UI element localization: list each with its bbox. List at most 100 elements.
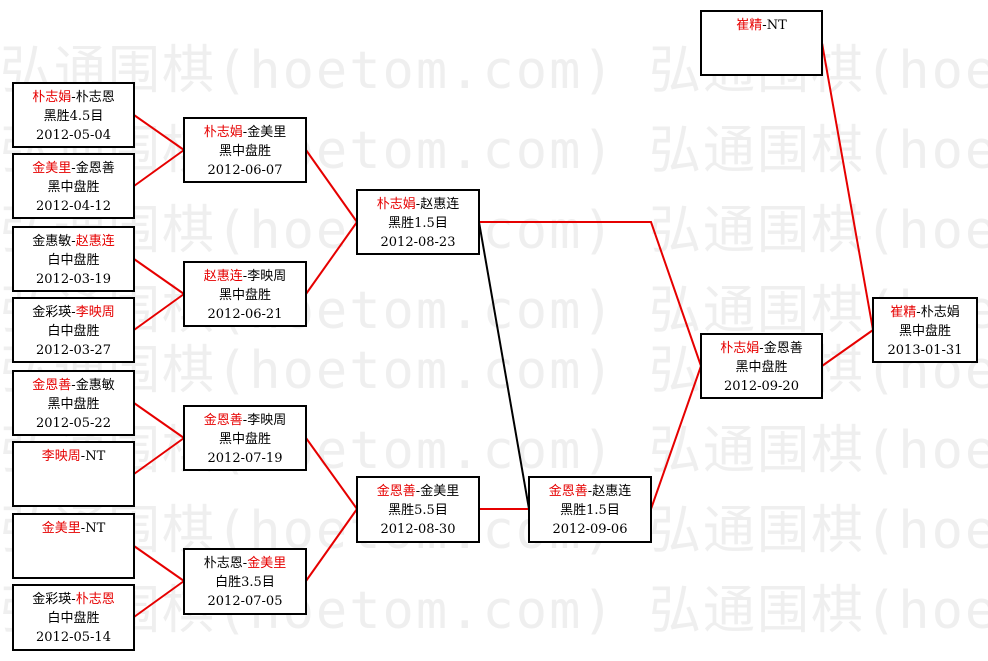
connector-line [133, 437, 185, 475]
loser-name: 金恩善 [75, 161, 115, 176]
players-line: 朴志娟-金美里 [185, 123, 305, 142]
game-result: 黑中盘胜 [218, 144, 271, 159]
winner-name: 李映周 [41, 449, 81, 464]
game-date: 2012-05-14 [36, 630, 111, 645]
loser-name: 金惠敏 [32, 234, 72, 249]
separator: - [916, 305, 921, 320]
game-box: 金恩善-金美里黑胜5.5目 2012-08-30 [356, 476, 480, 543]
game-box: 金美里-金恩善黑中盘胜 2012-04-12 [12, 153, 135, 219]
loser-name: 金彩瑛 [32, 592, 72, 607]
winner-name: 李映周 [75, 305, 115, 320]
separator: - [242, 269, 248, 284]
loser-name: 金恩善 [763, 341, 803, 356]
game-result: 黑胜4.5目 [43, 109, 104, 124]
loser-name: 金彩瑛 [32, 305, 72, 320]
winner-name: 金恩善 [548, 484, 588, 499]
players-line: 朴志娟-金恩善 [702, 339, 821, 358]
separator: - [242, 556, 248, 571]
game-box: 崔精-NT [700, 10, 823, 76]
players-line: 金恩善-金惠敏 [14, 376, 133, 395]
game-result: 黑中盘胜 [47, 180, 100, 195]
players-line: 金彩瑛-朴志恩 [14, 590, 133, 609]
game-box: 金恩善-金惠敏黑中盘胜 2012-05-22 [12, 370, 135, 436]
loser-name: 朴志恩 [203, 556, 243, 571]
game-date: 2012-07-19 [207, 451, 283, 466]
game-result: 黑胜1.5目 [560, 503, 620, 518]
game-date: 2012-03-27 [36, 343, 111, 358]
winner-name: 朴志娟 [720, 341, 760, 356]
game-box: 金美里-NT [12, 513, 135, 579]
connector-line [305, 221, 358, 295]
players-line: 崔精-朴志娟 [874, 303, 976, 322]
players-line: 金彩瑛-李映周 [14, 303, 133, 322]
winner-name: 金美里 [247, 556, 287, 571]
separator: - [762, 18, 767, 33]
loser-name: 赵惠连 [592, 484, 632, 499]
game-result: 黑胜1.5目 [388, 216, 448, 231]
players-line: 金恩善-赵惠连 [530, 482, 650, 501]
game-result: 白中盘胜 [47, 611, 100, 626]
game-date: 2012-04-12 [36, 199, 111, 214]
connector-line [133, 402, 185, 439]
connector-line [133, 293, 185, 331]
players-line: 金恩善-金美里 [358, 482, 478, 501]
players-line: 金美里-金恩善 [14, 159, 133, 178]
players-line: 金惠敏-赵惠连 [14, 232, 133, 251]
separator: - [587, 484, 593, 499]
winner-name: 金美里 [41, 521, 81, 536]
game-result: 黑中盘胜 [47, 397, 100, 412]
connector-line [305, 508, 358, 582]
game-date: 2012-09-20 [724, 379, 799, 394]
game-date: 2012-05-22 [36, 416, 111, 431]
players-line: 赵惠连-李映周 [185, 267, 305, 286]
loser-name: 金惠敏 [75, 378, 115, 393]
game-date: 2012-06-07 [207, 163, 283, 178]
players-line: 金恩善-李映周 [185, 411, 305, 430]
connector-line [133, 114, 185, 151]
game-result: 黑中盘胜 [218, 288, 271, 303]
connector-line [305, 149, 358, 223]
winner-name: 朴志娟 [203, 125, 243, 140]
game-box: 金彩瑛-朴志恩白中盘胜 2012-05-14 [12, 584, 135, 651]
loser-name: 金美里 [420, 484, 460, 499]
players-line: 朴志娟-赵惠连 [358, 195, 478, 214]
players-line: 金美里-NT [14, 519, 133, 538]
winner-name: 金美里 [32, 161, 72, 176]
loser-name: NT [85, 521, 106, 536]
connector-line [821, 42, 874, 331]
players-line: 崔精-NT [702, 16, 821, 35]
game-date: 2012-07-05 [207, 594, 283, 609]
game-date: 2012-05-04 [36, 128, 111, 143]
game-result: 白中盘胜 [47, 253, 100, 268]
game-result: 黑胜5.5目 [388, 503, 448, 518]
game-box: 朴志娟-金美里黑中盘胜 2012-06-07 [183, 117, 307, 183]
separator: - [80, 449, 86, 464]
loser-name: 李映周 [247, 413, 287, 428]
game-date: 2012-03-19 [36, 272, 111, 287]
game-date: 2012-08-30 [380, 522, 456, 537]
winner-name: 金恩善 [376, 484, 416, 499]
separator: - [71, 161, 76, 176]
connector-line [133, 258, 185, 295]
loser-name: 金美里 [247, 125, 287, 140]
winner-name: 赵惠连 [203, 269, 243, 284]
winner-name: 赵惠连 [75, 234, 115, 249]
winner-name: 金恩善 [203, 413, 243, 428]
connector-line [133, 149, 185, 187]
connector-line [479, 221, 702, 367]
separator: - [71, 592, 76, 607]
winner-name: 朴志恩 [75, 592, 115, 607]
separator: - [71, 378, 76, 393]
game-date: 2012-09-06 [552, 522, 628, 537]
players-line: 朴志恩-金美里 [185, 554, 305, 573]
connector-line [650, 365, 702, 510]
winner-name: 崔精 [890, 305, 917, 320]
game-box: 赵惠连-李映周黑中盘胜 2012-06-21 [183, 261, 307, 327]
game-date: 2012-06-21 [207, 307, 283, 322]
game-date: 2013-01-31 [887, 343, 963, 358]
